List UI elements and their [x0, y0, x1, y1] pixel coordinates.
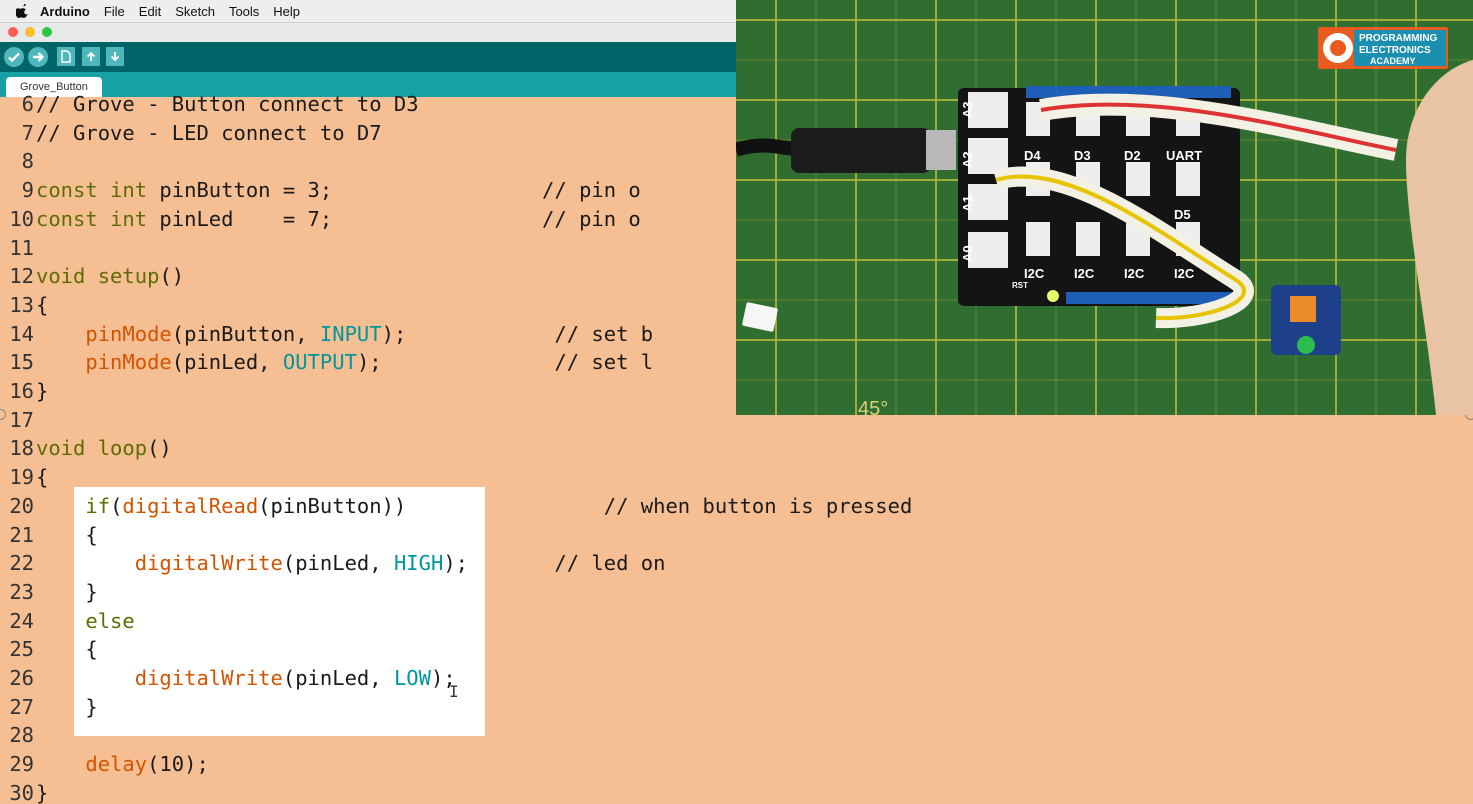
line-number: 12 [9, 264, 34, 289]
apple-icon[interactable] [16, 4, 30, 18]
verify-button[interactable] [4, 47, 24, 67]
verify-icon [8, 52, 20, 63]
line-number: 25 [9, 637, 34, 662]
code-text: } [36, 694, 98, 719]
board-label-uart: UART [1166, 148, 1202, 163]
line-number: 10 [9, 206, 34, 231]
save-button[interactable] [106, 47, 124, 66]
board-label-i2c-2: I2C [1074, 266, 1095, 281]
board-label-d3: D3 [1074, 148, 1091, 163]
line-number: 18 [9, 436, 34, 461]
logo-line-2: ELECTRONICS [1359, 45, 1431, 56]
upload-button[interactable] [28, 47, 48, 67]
video-overlay: A3 A2 A1 A0 D4 D3 D2 UART D6 D5 I2C I2C … [736, 0, 1473, 415]
line-number: 22 [9, 551, 34, 576]
hardware-photo: A3 A2 A1 A0 D4 D3 D2 UART D6 D5 I2C I2C … [736, 0, 1473, 415]
board-label-d4: D4 [1024, 148, 1041, 163]
logo-line-3: ACADEMY [1370, 56, 1416, 66]
code-text: { [36, 637, 98, 662]
code-text: delay(10); [85, 752, 209, 777]
line-number: 28 [9, 723, 34, 748]
programming-electronics-academy-logo: PROGRAMMING ELECTRONICS ACADEMY [1318, 27, 1448, 69]
minimize-window-button[interactable] [25, 27, 35, 37]
board-label-i2c-1: I2C [1024, 266, 1045, 281]
line-number: 7 [21, 120, 34, 145]
code-text: if(digitalRead(pinButton)) // when butto… [85, 493, 913, 518]
code-text: const int pinLed = 7; // pin o [36, 206, 641, 231]
open-icon [86, 51, 96, 61]
line-number: 15 [9, 350, 34, 375]
open-button[interactable] [82, 47, 100, 66]
mat-marking: 45° [858, 398, 888, 415]
line-number: 26 [9, 666, 34, 690]
line-number: 21 [9, 522, 34, 547]
board-label-d2: D2 [1124, 148, 1141, 163]
line-number: 24 [9, 608, 34, 633]
line-number: 27 [9, 694, 34, 719]
window-titlebar [0, 23, 736, 42]
code-text: digitalWrite(pinLed, LOW); [134, 666, 456, 690]
code-text: { [36, 292, 49, 317]
code-text: } [36, 579, 98, 604]
code-text: digitalWrite(pinLed, HIGH); // led on [134, 551, 666, 576]
board-label-a3: A3 [960, 101, 975, 118]
board-label-a2: A2 [960, 151, 975, 168]
menu-sketch[interactable]: Sketch [175, 3, 215, 19]
close-window-button[interactable] [8, 27, 18, 37]
tab-bar: Grove_Button [0, 72, 736, 97]
line-number: 20 [9, 493, 34, 518]
code-text: } [36, 379, 49, 403]
tab-grove-button[interactable]: Grove_Button [6, 77, 102, 97]
logo-line-1: PROGRAMMING [1359, 33, 1438, 44]
line-number: 14 [9, 321, 34, 346]
code-text: pinMode(pinButton, INPUT); // set b [85, 321, 654, 346]
code-text: { [36, 465, 49, 490]
code-text: // Grove - Button connect to D3 [36, 92, 419, 116]
board-label-rst: RST [1012, 281, 1028, 290]
code-text: } [36, 780, 49, 804]
board-label-d5: D5 [1174, 207, 1191, 222]
menu-file[interactable]: File [103, 3, 125, 19]
line-number: 6 [21, 92, 34, 116]
code-highlight-box [74, 487, 485, 736]
upload-icon [33, 52, 45, 62]
board-label-a0: A0 [960, 245, 975, 262]
line-number: 29 [9, 752, 34, 777]
code-text: void setup() [36, 264, 185, 289]
line-number: 11 [9, 235, 34, 260]
menu-help[interactable]: Help [273, 3, 301, 19]
code-text: const int pinButton = 3; // pin o [36, 178, 641, 203]
code-text: // Grove - LED connect to D7 [36, 120, 382, 145]
line-number: 19 [9, 465, 34, 490]
line-number: 13 [9, 292, 34, 317]
code-text: { [36, 522, 98, 547]
menu-app-name[interactable]: Arduino [40, 3, 90, 19]
line-number: 30 [9, 780, 34, 804]
new-button[interactable] [57, 47, 75, 66]
line-number: 23 [9, 579, 34, 604]
line-number: 9 [21, 178, 34, 203]
menu-tools[interactable]: Tools [228, 3, 260, 19]
zoom-window-button[interactable] [42, 27, 52, 37]
code-text: void loop() [36, 436, 172, 461]
board-label-i2c-4: I2C [1174, 266, 1195, 281]
save-icon [110, 52, 120, 62]
code-text: else [85, 608, 135, 633]
board-label-a1: A1 [960, 195, 975, 212]
board-label-i2c-3: I2C [1124, 266, 1145, 281]
menu-bar: Arduino File Edit Sketch Tools Help [0, 0, 736, 23]
line-number: 16 [9, 379, 34, 403]
code-text: pinMode(pinLed, OUTPUT); // set l [85, 350, 654, 375]
new-icon [61, 50, 71, 63]
line-number: 17 [9, 407, 34, 432]
line-number: 8 [21, 149, 34, 174]
text-cursor-icon: I [449, 682, 459, 701]
menu-edit[interactable]: Edit [138, 3, 162, 19]
toolbar [0, 42, 736, 72]
